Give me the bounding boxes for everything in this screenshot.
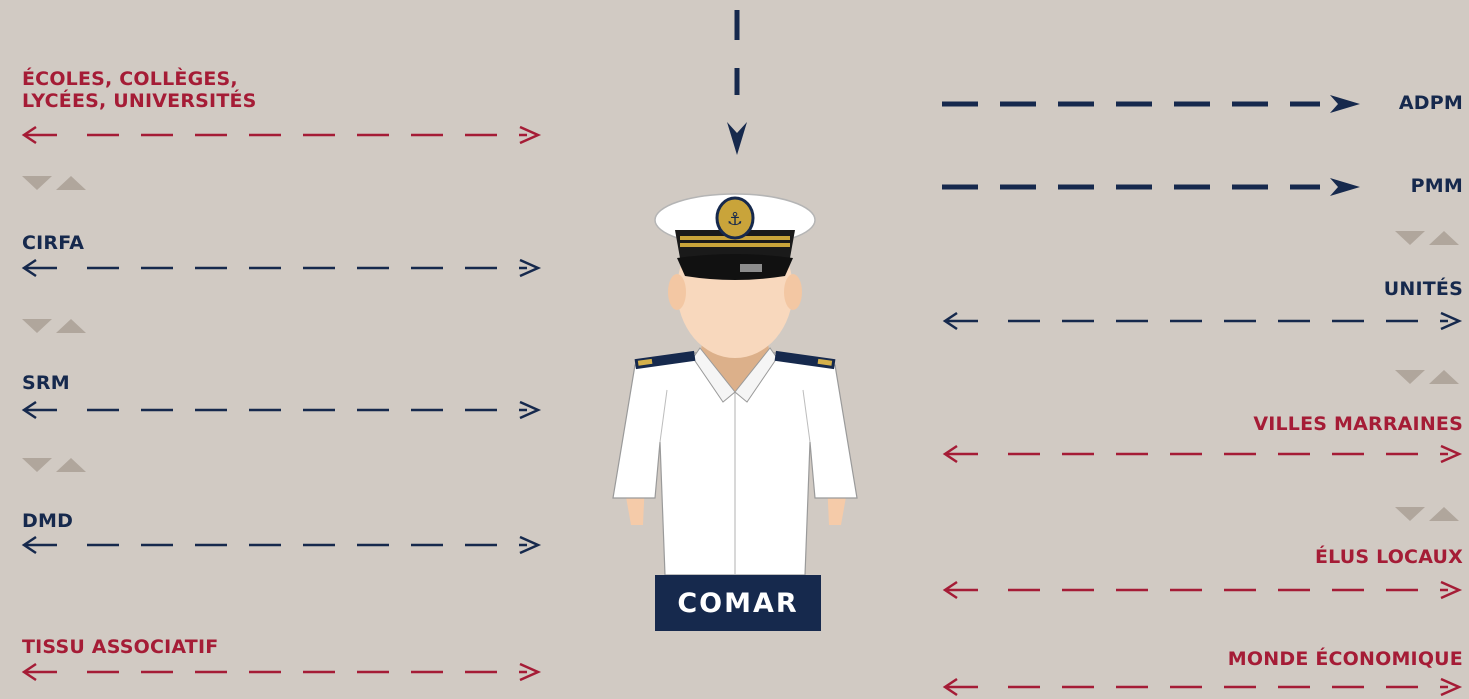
- arrow-pmm: [942, 178, 1360, 196]
- arrow-ecoles: [21, 125, 542, 145]
- double-triangle-icon: [1395, 370, 1459, 384]
- label-villes: VILLES MARRAINES: [1253, 413, 1463, 435]
- double-triangle-icon: [22, 458, 86, 472]
- arrow-tissu: [21, 662, 542, 682]
- arrow-monde: [942, 677, 1463, 697]
- label-unites: UNITÉS: [1383, 278, 1463, 300]
- label-adpm: ADPM: [1398, 92, 1463, 114]
- label-srm: SRM: [22, 372, 70, 394]
- double-triangle-icon: [22, 176, 86, 190]
- top-incoming-arrow: [727, 10, 747, 155]
- label-ecoles-line1: ÉCOLES, COLLÈGES,: [22, 68, 238, 90]
- comar-label: COMAR: [655, 575, 821, 631]
- svg-text:⚓: ⚓: [727, 209, 743, 230]
- label-dmd: DMD: [22, 510, 74, 532]
- label-pmm: PMM: [1410, 175, 1463, 197]
- arrow-unites: [942, 311, 1463, 331]
- arrow-cirfa: [21, 258, 542, 278]
- label-cirfa: CIRFA: [22, 232, 85, 254]
- label-tissu: TISSU ASSOCIATIF: [22, 636, 219, 658]
- label-ecoles: ÉCOLES, COLLÈGES, LYCÉES, UNIVERSITÉS: [22, 68, 257, 112]
- double-triangle-icon: [22, 319, 86, 333]
- naval-officer-icon: ⚓: [612, 193, 858, 576]
- arrow-srm: [21, 400, 542, 420]
- comar-title: COMAR: [677, 587, 799, 619]
- arrow-elus: [942, 580, 1463, 600]
- double-triangle-icon: [1395, 507, 1459, 521]
- arrow-dmd: [21, 535, 542, 555]
- arrow-villes: [942, 444, 1463, 464]
- arrow-adpm: [942, 95, 1360, 113]
- label-elus: ÉLUS LOCAUX: [1314, 546, 1463, 568]
- label-monde: MONDE ÉCONOMIQUE: [1227, 648, 1463, 670]
- double-triangle-icon: [1395, 231, 1459, 245]
- label-ecoles-line2: LYCÉES, UNIVERSITÉS: [22, 90, 257, 112]
